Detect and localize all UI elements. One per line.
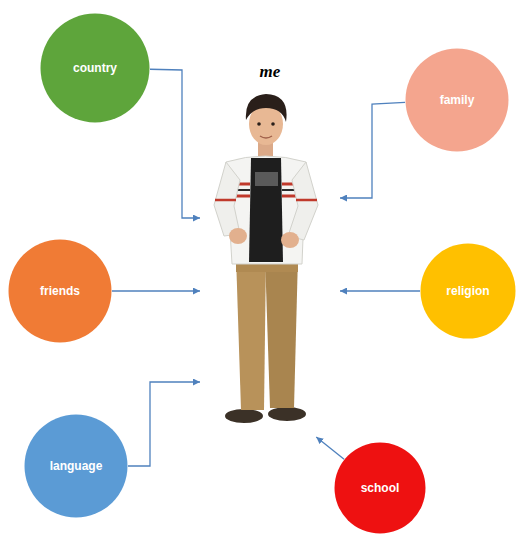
topic-label: country	[73, 61, 117, 75]
circle-fill	[421, 244, 516, 339]
topic-circle: religion	[420, 243, 516, 339]
topic-circle: friends	[8, 239, 112, 343]
circle-fill	[25, 415, 128, 518]
topic-circle: country	[40, 13, 150, 123]
circle-fill	[9, 240, 112, 343]
person-label: me	[260, 62, 281, 82]
person-node: me	[200, 60, 340, 437]
connector-arrow	[150, 69, 200, 218]
topic-label: language	[50, 459, 103, 473]
circle-fill	[335, 443, 426, 534]
topic-circle: language	[24, 414, 128, 518]
topic-label: family	[440, 93, 475, 107]
circle-fill	[406, 49, 509, 152]
connector-arrow	[340, 102, 405, 198]
topic-label: religion	[446, 284, 489, 298]
circle-fill	[41, 14, 150, 123]
connector-arrow	[316, 437, 344, 459]
person-figure	[214, 94, 318, 423]
topic-circle: school	[334, 442, 426, 534]
connector-arrow	[128, 382, 200, 466]
connector-arrow	[340, 290, 420, 291]
topic-label: friends	[40, 284, 80, 298]
topic-circle: family	[405, 48, 509, 152]
connector-arrow	[112, 290, 200, 291]
topic-label: school	[361, 481, 400, 495]
